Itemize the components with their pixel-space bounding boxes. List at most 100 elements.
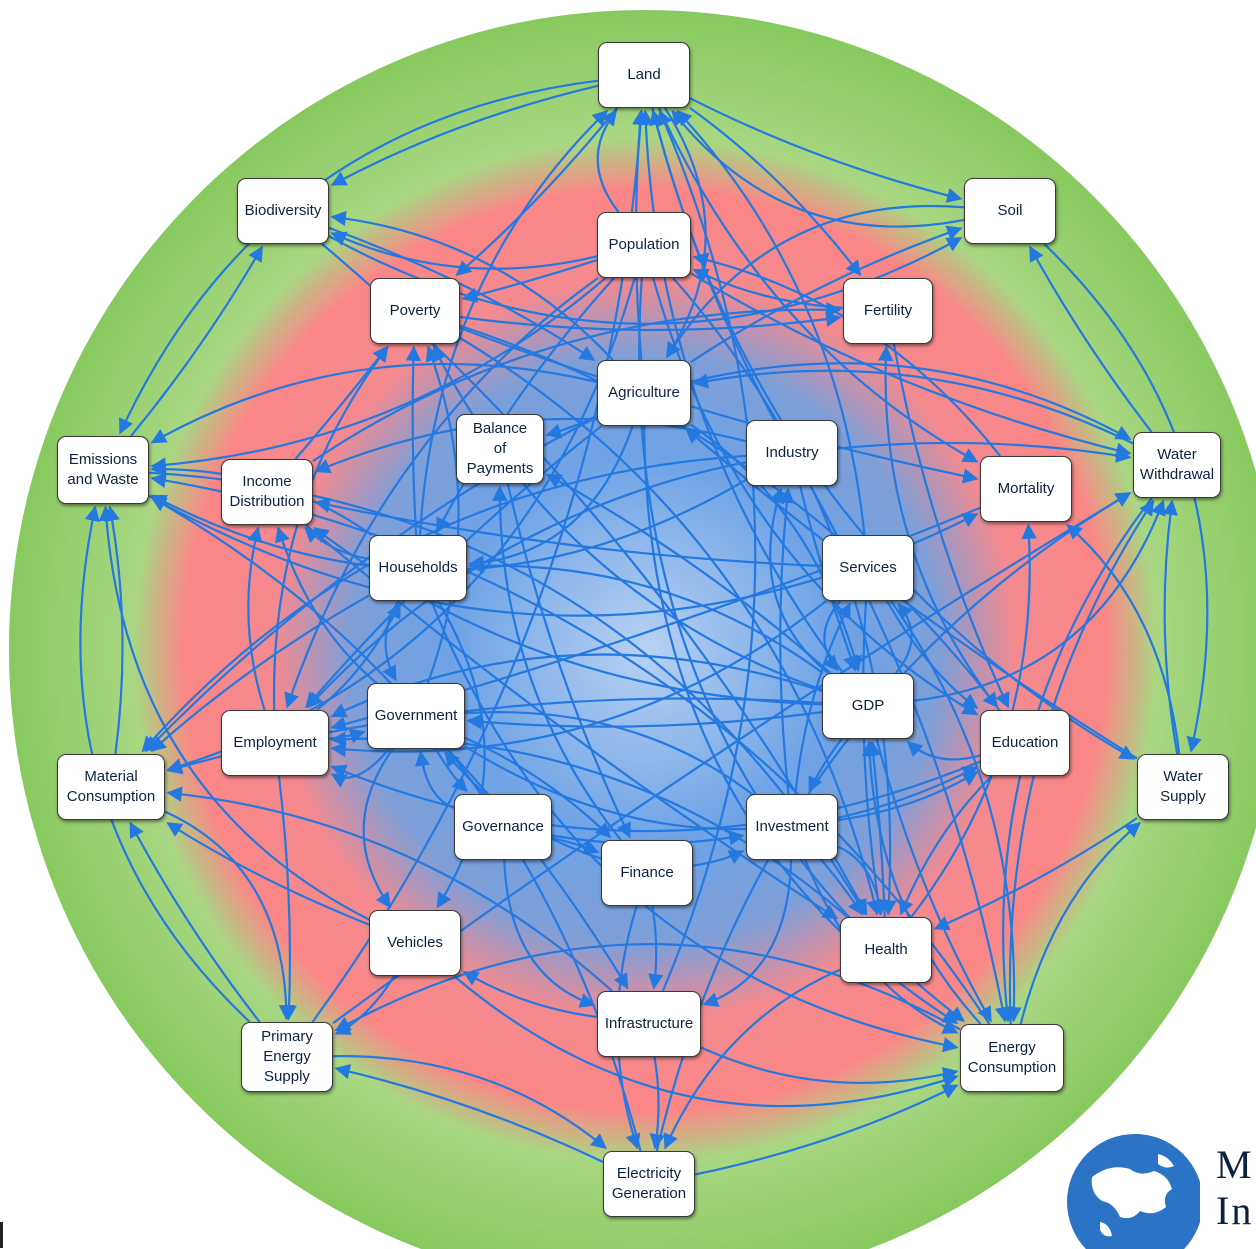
edge-population-to-land bbox=[596, 109, 620, 213]
edge-electricity-to-primary bbox=[334, 1064, 604, 1163]
edge-health-to-electricity bbox=[663, 968, 841, 1150]
edge-infrastructure-to-vehicles bbox=[462, 970, 598, 1019]
edge-vehicles-to-material bbox=[166, 822, 370, 926]
edge-employment-to-government bbox=[328, 728, 366, 744]
background-circle bbox=[9, 10, 1256, 1249]
globe-icon bbox=[1067, 1134, 1200, 1249]
node-industry[interactable]: Industry bbox=[746, 420, 838, 486]
edge-land-to-soil bbox=[689, 97, 963, 203]
edge-gdp-to-poverty bbox=[432, 345, 823, 691]
edge-population-to-emissions bbox=[150, 277, 607, 473]
edge-industry-to-employment bbox=[307, 461, 747, 709]
node-material[interactable]: Material Consumption bbox=[57, 754, 165, 820]
node-vehicles[interactable]: Vehicles bbox=[369, 910, 461, 976]
edge-industry-to-withdrawal bbox=[837, 441, 1132, 463]
edge-investment-to-services bbox=[794, 602, 851, 795]
edge-primary-to-electricity bbox=[332, 1055, 607, 1149]
edge-government-to-infrastructure bbox=[446, 748, 629, 990]
edge-vehicles-to-primary bbox=[334, 975, 396, 1035]
edge-watersupply-to-mortality bbox=[1066, 523, 1181, 755]
edge-electricity-to-energycons bbox=[694, 1084, 959, 1176]
node-households[interactable]: Households bbox=[369, 535, 467, 601]
node-health[interactable]: Health bbox=[840, 917, 932, 983]
edge-gdp-to-balance bbox=[545, 473, 832, 674]
node-income[interactable]: Income Distribution bbox=[221, 459, 313, 525]
edge-gdp-to-withdrawal bbox=[913, 499, 1166, 702]
edge-agriculture-to-biodiversity bbox=[330, 210, 614, 361]
node-energycons[interactable]: Energy Consumption bbox=[960, 1024, 1064, 1092]
edge-population-to-poverty bbox=[461, 259, 598, 303]
logo-text: M In bbox=[1216, 1142, 1254, 1233]
edge-finance-to-balance bbox=[492, 485, 622, 841]
edge-energycons-to-primary bbox=[334, 943, 961, 1032]
node-education[interactable]: Education bbox=[980, 710, 1070, 776]
node-withdrawal[interactable]: Water Withdrawal bbox=[1133, 432, 1221, 498]
node-fertility[interactable]: Fertility bbox=[843, 278, 933, 344]
edge-emissions-to-biodiversity bbox=[130, 245, 264, 437]
node-agriculture[interactable]: Agriculture bbox=[597, 360, 691, 426]
edge-governance-to-finance bbox=[551, 836, 600, 855]
node-employment[interactable]: Employment bbox=[221, 710, 329, 776]
node-government[interactable]: Government bbox=[367, 683, 465, 749]
edge-investment-to-education bbox=[837, 771, 979, 822]
edge-poverty-to-health bbox=[459, 337, 882, 916]
edge-services-to-employment bbox=[330, 600, 827, 758]
node-balance[interactable]: Balance of Payments bbox=[456, 414, 544, 484]
edge-gdp-to-government bbox=[466, 711, 823, 730]
edge-soil-to-land bbox=[671, 109, 965, 228]
edge-withdrawal-to-agriculture bbox=[692, 369, 1134, 445]
edge-energycons-to-gdp bbox=[861, 740, 982, 1025]
left-edge-mark bbox=[0, 1222, 3, 1248]
node-electricity[interactable]: Electricity Generation bbox=[603, 1151, 695, 1217]
edge-population-to-education bbox=[652, 277, 979, 716]
edge-agriculture-to-households bbox=[468, 425, 634, 571]
edge-gdp-to-investment bbox=[808, 738, 843, 793]
edge-primary-to-material bbox=[129, 821, 261, 1023]
edge-services-to-gdp bbox=[822, 600, 842, 672]
node-governance[interactable]: Governance bbox=[454, 794, 552, 860]
edge-finance-to-infrastructure bbox=[648, 905, 664, 990]
node-services[interactable]: Services bbox=[822, 535, 914, 601]
node-emissions[interactable]: Emissions and Waste bbox=[57, 436, 149, 504]
edge-employment-to-households bbox=[316, 602, 401, 711]
edge-infrastructure-to-electricity bbox=[649, 1056, 665, 1150]
edge-watersupply-to-withdrawal bbox=[1162, 499, 1179, 755]
edge-population-to-households bbox=[435, 277, 615, 534]
edge-government-to-income bbox=[274, 526, 378, 684]
node-gdp[interactable]: GDP bbox=[822, 673, 914, 739]
edge-poverty-to-fertility bbox=[459, 311, 842, 332]
node-infrastructure[interactable]: Infrastructure bbox=[597, 991, 701, 1057]
node-investment[interactable]: Investment bbox=[746, 794, 838, 860]
node-finance[interactable]: Finance bbox=[601, 840, 693, 906]
edge-investment-to-industry bbox=[779, 487, 795, 795]
edge-government-to-poverty bbox=[425, 345, 460, 684]
edge-employment-to-primary bbox=[277, 775, 297, 1021]
node-population[interactable]: Population bbox=[597, 212, 691, 278]
node-biodiversity[interactable]: Biodiversity bbox=[237, 178, 329, 244]
edge-agriculture-to-emissions bbox=[150, 362, 598, 444]
edge-poverty-to-mortality bbox=[459, 326, 979, 484]
node-soil[interactable]: Soil bbox=[964, 178, 1056, 244]
edge-land-to-agriculture bbox=[664, 107, 707, 359]
edge-population-to-employment bbox=[284, 277, 599, 709]
edge-energycons-to-watersupply bbox=[1019, 822, 1141, 1025]
node-mortality[interactable]: Mortality bbox=[980, 456, 1072, 522]
node-watersupply[interactable]: Water Supply bbox=[1137, 754, 1229, 820]
edge-government-to-employment bbox=[330, 748, 390, 788]
edge-income-to-poverty bbox=[294, 345, 389, 460]
node-poverty[interactable]: Poverty bbox=[370, 278, 460, 344]
logo: M In bbox=[1060, 1132, 1256, 1249]
edge-balance-to-finance bbox=[506, 483, 631, 839]
edge-land-to-poverty bbox=[455, 107, 619, 277]
node-primary[interactable]: Primary Energy Supply bbox=[241, 1022, 333, 1092]
edge-education-to-gdp bbox=[906, 740, 981, 761]
edge-infrastructure-to-energycons bbox=[700, 1046, 959, 1085]
node-land[interactable]: Land bbox=[598, 42, 690, 108]
edge-households-to-vehicles bbox=[436, 600, 486, 909]
edge-withdrawal-to-soil bbox=[1029, 245, 1153, 433]
edge-watersupply-to-health bbox=[933, 817, 1138, 931]
edge-land-to-mortality bbox=[657, 107, 979, 463]
edge-employment-to-income bbox=[247, 526, 266, 711]
edge-services-to-education bbox=[886, 600, 979, 709]
